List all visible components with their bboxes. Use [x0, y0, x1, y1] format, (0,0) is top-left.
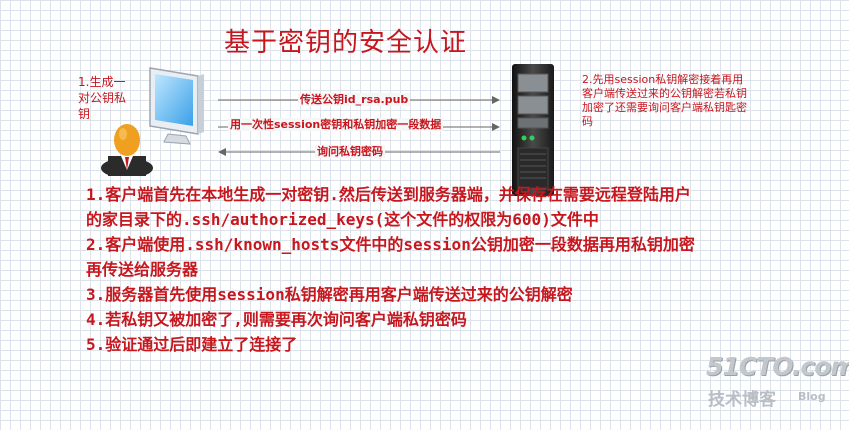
server-icon — [512, 64, 554, 196]
watermark-sub: 技术博客 — [708, 390, 776, 410]
monitor-icon — [149, 67, 204, 145]
step-5: 5.验证通过后即建立了连接了 — [86, 335, 298, 354]
diagram-title: 基于密钥的安全认证 — [224, 28, 468, 58]
watermark-main: 51CTO.com — [706, 352, 849, 381]
arrow-label-encrypted-data: 用一次性session密钥和私钥加密一段数据 — [228, 118, 444, 131]
arrow-label-send-public-key: 传送公钥id_rsa.pub — [298, 93, 411, 106]
user-icon — [101, 124, 153, 176]
step-3: 3.服务器首先使用session私钥解密再用客户端传送过来的公钥解密 — [86, 285, 573, 304]
watermark-logo: 51CTO.com 技术博客 Blog — [706, 352, 849, 412]
step-1: 1.客户端首先在本地生成一对密钥.然后传送到服务器端，并保存在需要远程登陆用户的… — [86, 185, 691, 229]
server-note: 2.先用session私钥解密接着再用客户端传送过来的公钥解密若私钥加密了还需要… — [582, 73, 747, 128]
client-note: 1.生成一对公钥私钥 — [78, 75, 127, 121]
step-list: 1.客户端首先在本地生成一对密钥.然后传送到服务器端，并保存在需要远程登陆用户的… — [86, 182, 706, 357]
arrow-label-ask-passphrase: 询问私钥密码 — [315, 145, 385, 158]
step-2: 2.客户端使用.ssh/known_hosts文件中的session公钥加密一段… — [86, 235, 695, 279]
step-4: 4.若私钥又被加密了,则需要再次询问客户端私钥密码 — [86, 310, 467, 329]
watermark-tag: Blog — [798, 390, 826, 403]
